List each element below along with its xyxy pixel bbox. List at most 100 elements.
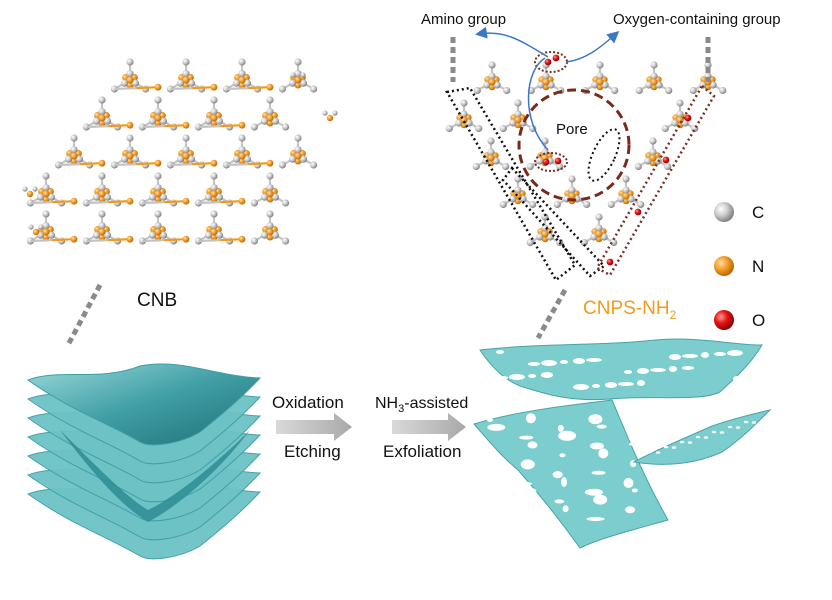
carbon-atom bbox=[526, 162, 534, 171]
nitrogen-atom bbox=[32, 228, 40, 236]
oxygen-arrow bbox=[565, 31, 620, 63]
sheet-pore bbox=[560, 360, 568, 364]
nitrogen-atom bbox=[126, 81, 134, 89]
carbon-atom bbox=[148, 231, 157, 239]
carbon-atom bbox=[154, 172, 162, 180]
nitrogen-atom bbox=[98, 233, 106, 241]
sheet-pore bbox=[590, 442, 604, 450]
sheet-pore bbox=[541, 372, 553, 378]
carbon-atom bbox=[103, 193, 112, 201]
carbon-atom bbox=[278, 85, 287, 93]
cnps-label-sub: 2 bbox=[670, 308, 677, 322]
legend-n-swatch bbox=[714, 256, 734, 276]
bulk-sheet-layer bbox=[26, 363, 262, 446]
amino-arrow bbox=[475, 26, 549, 58]
nitrogen-atom bbox=[238, 157, 246, 165]
carbon-atom bbox=[131, 155, 140, 163]
carbon-atom bbox=[250, 237, 259, 245]
carbon-atom bbox=[542, 72, 550, 80]
carbon-atom bbox=[28, 224, 34, 230]
atom-legend: CNO bbox=[714, 202, 765, 330]
sheet-pore bbox=[714, 352, 726, 356]
sheet-pore bbox=[558, 430, 577, 441]
carbon-atom bbox=[70, 146, 78, 154]
exfoliation-arrow bbox=[392, 413, 466, 441]
carbon-atom bbox=[182, 146, 190, 154]
oxidation-label: Oxidation bbox=[272, 393, 344, 412]
carbon-atom bbox=[266, 184, 274, 192]
carbon-atom bbox=[260, 231, 269, 239]
sheet-pore bbox=[496, 350, 504, 354]
carbon-atom bbox=[595, 224, 603, 232]
carbon-atom bbox=[719, 86, 727, 95]
carbon-atom bbox=[294, 134, 302, 142]
nitrogen-atom bbox=[294, 157, 302, 165]
sheet-pore bbox=[727, 425, 733, 429]
nitrogen-atom bbox=[126, 152, 134, 160]
carbon-atom bbox=[148, 117, 157, 125]
oxygen-group-label: Oxygen-containing group bbox=[613, 11, 781, 28]
carbon-atom bbox=[126, 146, 134, 154]
legend-n-label: N bbox=[752, 257, 764, 276]
sheet-pore bbox=[682, 366, 694, 370]
carbon-atom bbox=[487, 148, 495, 156]
carbon-atom bbox=[514, 186, 522, 194]
carbon-atom bbox=[197, 161, 206, 169]
carbon-atom bbox=[281, 123, 290, 131]
carbon-atom bbox=[266, 210, 274, 218]
carbon-atom bbox=[210, 210, 218, 218]
carbon-atom bbox=[92, 193, 101, 201]
sheet-pore bbox=[598, 448, 609, 459]
sheet-pore bbox=[669, 366, 677, 372]
carbon-atom bbox=[210, 172, 218, 180]
carbon-atom bbox=[238, 146, 246, 154]
cnps-label: CNPS-NH2 bbox=[583, 298, 677, 322]
sheet-pore bbox=[557, 424, 564, 432]
carbon-atom bbox=[232, 79, 241, 87]
nitrogen-atom bbox=[542, 78, 550, 86]
nitrogen-atom bbox=[154, 83, 162, 91]
oxidation-arrow bbox=[276, 413, 352, 441]
carbon-atom bbox=[47, 231, 56, 239]
carbon-atom bbox=[541, 148, 549, 156]
nitrogen-atom bbox=[238, 197, 246, 205]
carbon-atom bbox=[596, 61, 604, 69]
carbon-atom bbox=[42, 172, 50, 180]
nitrogen-atom bbox=[266, 114, 274, 122]
carbon-atom bbox=[57, 199, 66, 207]
sheet-pore bbox=[628, 431, 635, 442]
sheet-pore bbox=[733, 376, 741, 382]
carbon-atom bbox=[650, 61, 658, 69]
carbon-atom bbox=[460, 110, 468, 118]
carbon-atom bbox=[126, 58, 134, 66]
carbon-atom bbox=[194, 199, 203, 207]
carbon-atom bbox=[309, 85, 318, 93]
carbon-atom bbox=[98, 222, 106, 230]
nitrogen-atom bbox=[238, 235, 246, 243]
carbon-atom bbox=[266, 96, 274, 104]
sheet-pore bbox=[593, 494, 608, 505]
cnps-label-main: CNPS-NH bbox=[583, 298, 670, 319]
carbon-atom bbox=[154, 210, 162, 218]
legend-o-swatch bbox=[714, 310, 734, 330]
carbon-atom bbox=[281, 237, 290, 245]
carbon-atom bbox=[460, 99, 468, 107]
carbon-atom bbox=[204, 117, 213, 125]
carbon-atom bbox=[472, 162, 480, 171]
carbon-atom bbox=[635, 86, 643, 95]
nitrogen-atom bbox=[42, 228, 50, 236]
carbon-atom bbox=[253, 161, 262, 169]
cnb-label: CNB bbox=[137, 290, 177, 311]
nitrogen-atom bbox=[98, 228, 106, 236]
sheet-pore bbox=[586, 517, 605, 521]
amino-group-label: Amino group bbox=[421, 11, 506, 28]
carbon-atom bbox=[260, 117, 269, 125]
nitrogen-atom bbox=[266, 233, 274, 241]
carbon-atom bbox=[332, 110, 338, 116]
nh3-main: NH bbox=[375, 395, 398, 412]
carbon-atom bbox=[232, 155, 241, 163]
carbon-atom bbox=[131, 79, 140, 87]
carbon-atom bbox=[169, 237, 178, 245]
carbon-atom bbox=[42, 184, 50, 192]
sheet-pore bbox=[711, 430, 717, 434]
